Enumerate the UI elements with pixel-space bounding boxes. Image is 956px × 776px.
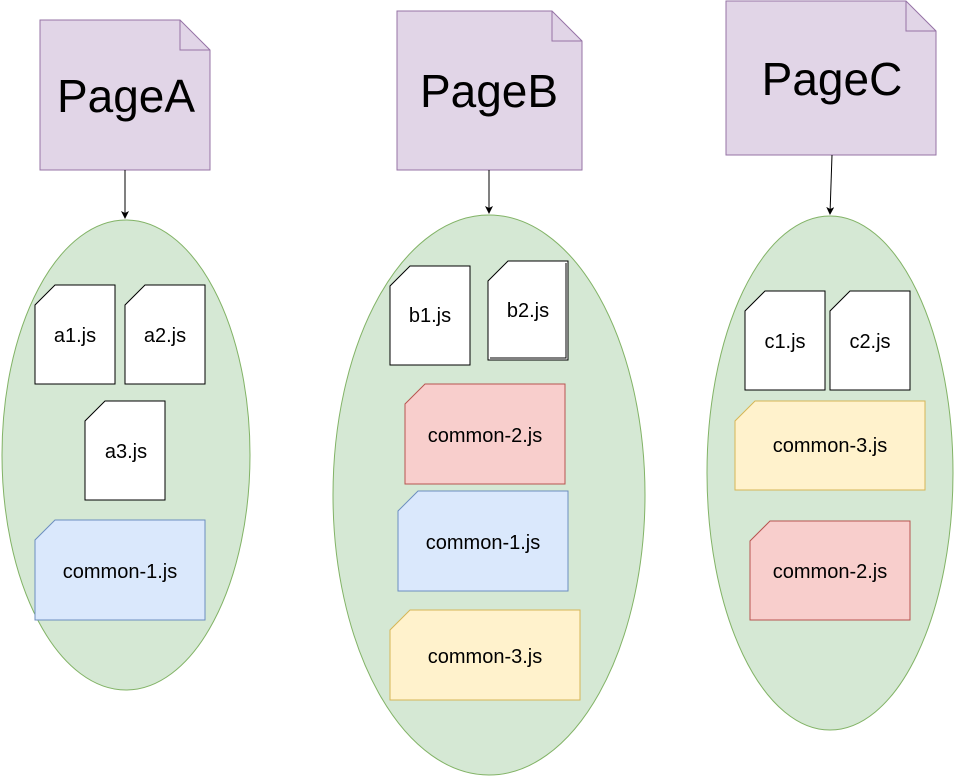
file-common-3-js[interactable]: common-3.js [389, 609, 581, 701]
page-a-title: PageA [57, 70, 195, 122]
file-common-1-js-label: common-1.js [426, 532, 540, 554]
file-b1-js[interactable]: b1.js [389, 265, 471, 366]
file-c1-js-label: c1.js [764, 331, 805, 353]
page-c-arrow [826, 154, 835, 215]
file-common-3-js[interactable]: common-3.js [734, 400, 926, 491]
file-common-2-js-label: common-2.js [428, 425, 542, 447]
file-c2-js-label: c2.js [849, 331, 890, 353]
file-common-2-js[interactable]: common-2.js [404, 383, 566, 485]
file-common-2-js[interactable]: common-2.js [749, 520, 911, 621]
page-c-column: PageC c1.js c2.js common-3.js common-2.j… [706, 0, 954, 731]
file-common-1-js[interactable]: common-1.js [397, 490, 569, 592]
file-common-1-js[interactable]: common-1.js [34, 519, 206, 621]
file-common-1-js-label: common-1.js [63, 561, 177, 583]
page-b-document[interactable]: PageB [396, 10, 583, 171]
file-a2-js[interactable]: a2.js [124, 284, 206, 385]
file-c1-js[interactable]: c1.js [744, 290, 826, 391]
file-common-3-js-label: common-3.js [773, 435, 887, 457]
page-a-document[interactable]: PageA [39, 19, 211, 171]
file-common-3-js-label: common-3.js [428, 646, 542, 668]
page-b-title: PageB [420, 65, 558, 117]
page-b-column: PageB b1.js b2.js common-2.js common-1.j… [332, 10, 646, 776]
page-a-column: PageA a1.js a2.js a3.js common-1.js [1, 19, 251, 691]
file-a3-js[interactable]: a3.js [84, 400, 166, 501]
page-c-document[interactable]: PageC [725, 0, 937, 156]
file-b2-js-label: b2.js [507, 300, 549, 322]
file-c2-js[interactable]: c2.js [829, 290, 911, 391]
file-common-2-js-label: common-2.js [773, 561, 887, 583]
page-c-title: PageC [762, 53, 903, 105]
file-a1-js-label: a1.js [54, 325, 96, 347]
file-b2-js[interactable]: b2.js [487, 260, 569, 361]
file-a1-js[interactable]: a1.js [34, 284, 116, 385]
file-a3-js-label: a3.js [105, 441, 147, 463]
file-b1-js-label: b1.js [409, 305, 451, 327]
file-a2-js-label: a2.js [144, 325, 186, 347]
